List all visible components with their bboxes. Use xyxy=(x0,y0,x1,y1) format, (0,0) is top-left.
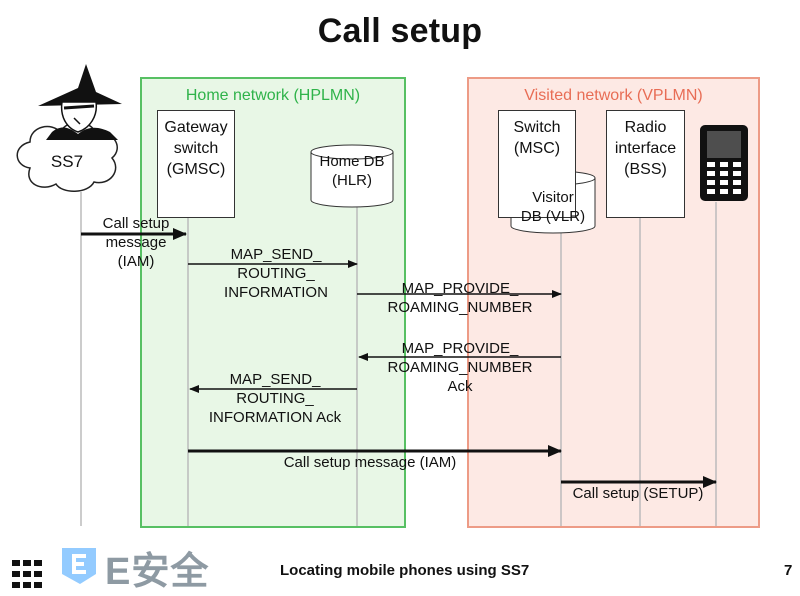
spy-icon xyxy=(38,64,122,140)
msg-setup-label: Call setup (SETUP) xyxy=(572,485,704,502)
bss-node: Radio interface (BSS) xyxy=(606,110,685,218)
msc-node: Switch (MSC) xyxy=(498,110,576,218)
msg-sri-ack-label: MAP_SEND_ ROUTING_ INFORMATION Ack xyxy=(208,371,342,426)
ss7-cloud-label: SS7 xyxy=(50,152,84,171)
hlr-database-icon xyxy=(310,144,394,208)
hlr-node-label: Home DB (HLR) xyxy=(319,153,385,189)
logo-icon xyxy=(62,548,96,584)
gmsc-node: Gateway switch (GMSC) xyxy=(157,110,235,218)
footer-title: Locating mobile phones using SS7 xyxy=(280,562,530,579)
slide-title: Call setup xyxy=(317,12,483,50)
msg-iam-fwd-label: Call setup message (IAM) xyxy=(283,454,457,471)
home-network-label: Home network (HPLMN) xyxy=(185,87,361,104)
page-number: 7 xyxy=(784,562,793,579)
visited-network-label: Visited network (VPLMN) xyxy=(524,87,703,104)
vlr-node-label: Visitor DB (VLR) xyxy=(520,189,586,225)
msg-prn-label: MAP_PROVIDE_ ROAMING_NUMBER xyxy=(387,280,533,316)
msg-sri-label: MAP_SEND_ ROUTING_ INFORMATION xyxy=(224,246,328,301)
msg-prn-ack-label: MAP_PROVIDE_ ROAMING_NUMBER Ack xyxy=(387,340,533,395)
grid-icon xyxy=(12,560,42,588)
watermark-label: E安全 xyxy=(105,551,210,593)
msg-iam-in-label: Call setup message (IAM) xyxy=(102,215,170,270)
mobile-phone-icon xyxy=(700,125,748,201)
